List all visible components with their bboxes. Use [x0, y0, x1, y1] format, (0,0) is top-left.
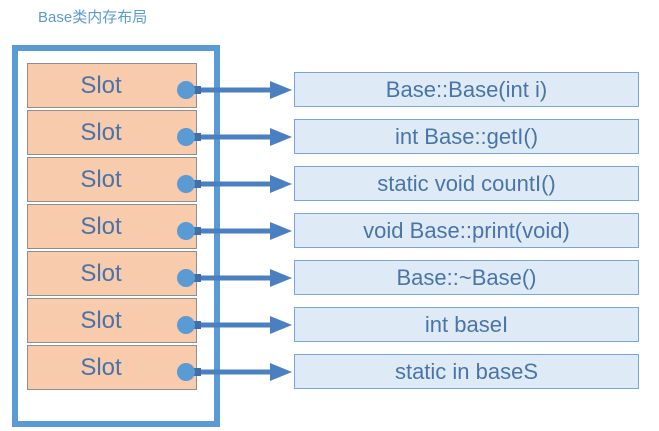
slot-label: Slot [80, 118, 122, 146]
target-box: int Base::getI() [294, 119, 639, 154]
slot-label: Slot [80, 212, 122, 240]
connector-dot-icon [177, 316, 195, 334]
diagram-title: Base类内存布局 [38, 9, 148, 26]
slot-label: Slot [80, 259, 122, 287]
slot-row: Slot [27, 298, 197, 343]
target-box: void Base::print(void) [294, 213, 639, 248]
target-box: Base::~Base() [294, 260, 639, 295]
arrowhead-icon [270, 175, 292, 193]
slot-row: Slot [27, 157, 197, 202]
slot-label: Slot [80, 165, 122, 193]
arrowhead-icon [270, 128, 292, 146]
target-box: Base::Base(int i) [294, 72, 639, 107]
arrowhead-icon [270, 222, 292, 240]
arrowhead-icon [270, 363, 292, 381]
connector-dot-icon [177, 269, 195, 287]
slot-label: Slot [80, 71, 122, 99]
slot-row: Slot [27, 251, 197, 296]
connector-dot-icon [177, 175, 195, 193]
slot-row: Slot [27, 63, 197, 108]
connector-dot-icon [177, 81, 195, 99]
target-box: int baseI [294, 307, 639, 342]
arrowhead-icon [270, 316, 292, 334]
connector-stub [193, 368, 201, 376]
slot-row: Slot [27, 110, 197, 155]
arrowhead-icon [270, 269, 292, 287]
connector-dot-icon [177, 363, 195, 381]
arrowhead-icon [270, 81, 292, 99]
slot-row: Slot [27, 204, 197, 249]
slot-label: Slot [80, 306, 122, 334]
slot-row: Slot [27, 345, 197, 390]
connector-dot-icon [177, 222, 195, 240]
connector-dot-icon [177, 128, 195, 146]
target-box: static in baseS [294, 354, 639, 389]
connector-stub [193, 274, 201, 282]
connector-stub [193, 180, 201, 188]
connector-stub [193, 321, 201, 329]
connector-stub [193, 133, 201, 141]
connector-stub [193, 227, 201, 235]
target-box: static void countI() [294, 166, 639, 201]
connector-stub [193, 86, 201, 94]
slot-label: Slot [80, 353, 122, 381]
